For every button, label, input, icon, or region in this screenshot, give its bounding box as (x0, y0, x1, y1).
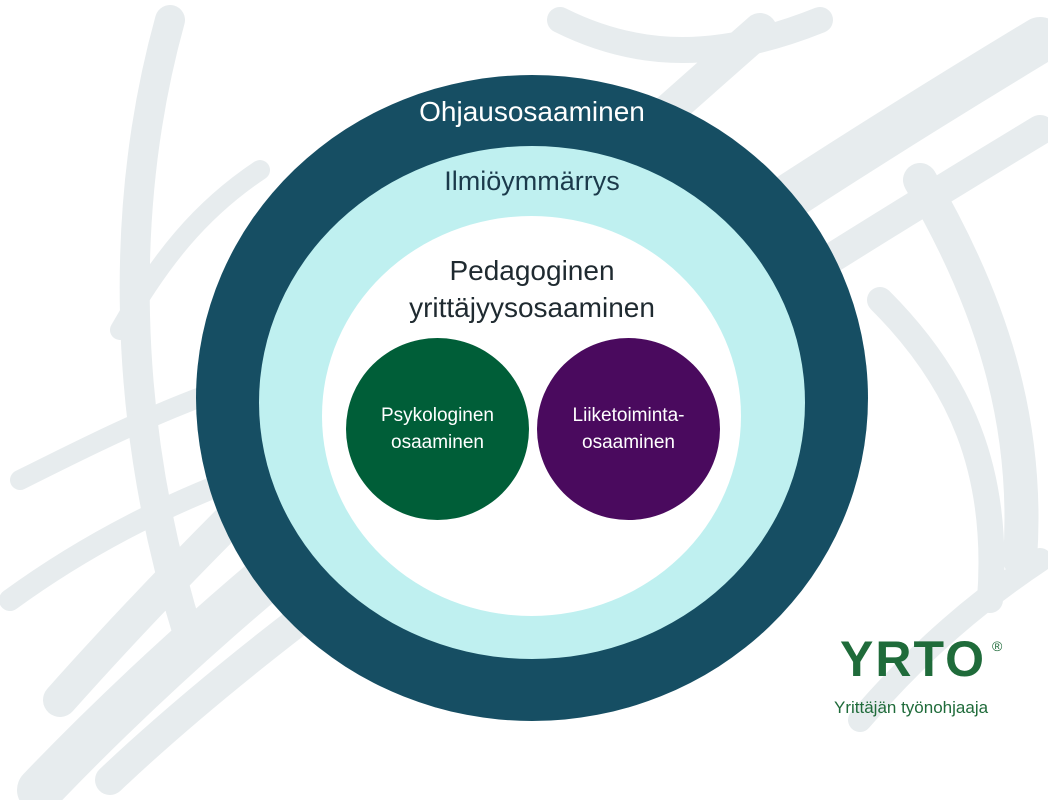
logo-tagline: Yrittäjän työnohjaaja (834, 698, 989, 717)
business-competence-line2: osaaminen (582, 432, 675, 453)
outer-ring-label: Ohjausosaaminen (419, 96, 645, 127)
inner-circle-label-line2: yrittäjyysosaaminen (409, 292, 655, 323)
business-competence-line1: Liiketoiminta- (572, 405, 685, 426)
inner-circle-label-line1: Pedagoginen (449, 255, 615, 286)
psychological-competence-line2: osaaminen (391, 432, 484, 453)
logo-wordmark: YRTO (840, 631, 986, 687)
inner-circle-label: Pedagoginen yrittäjyysosaaminen (332, 252, 732, 326)
psychological-competence-circle: Psykologinen osaaminen (346, 338, 529, 520)
middle-ring-label: Ilmiöymmärrys (444, 166, 620, 196)
registered-mark: ® (992, 638, 1003, 654)
business-competence-circle: Liiketoiminta- osaaminen (537, 338, 720, 520)
psychological-competence-line1: Psykologinen (380, 405, 495, 426)
